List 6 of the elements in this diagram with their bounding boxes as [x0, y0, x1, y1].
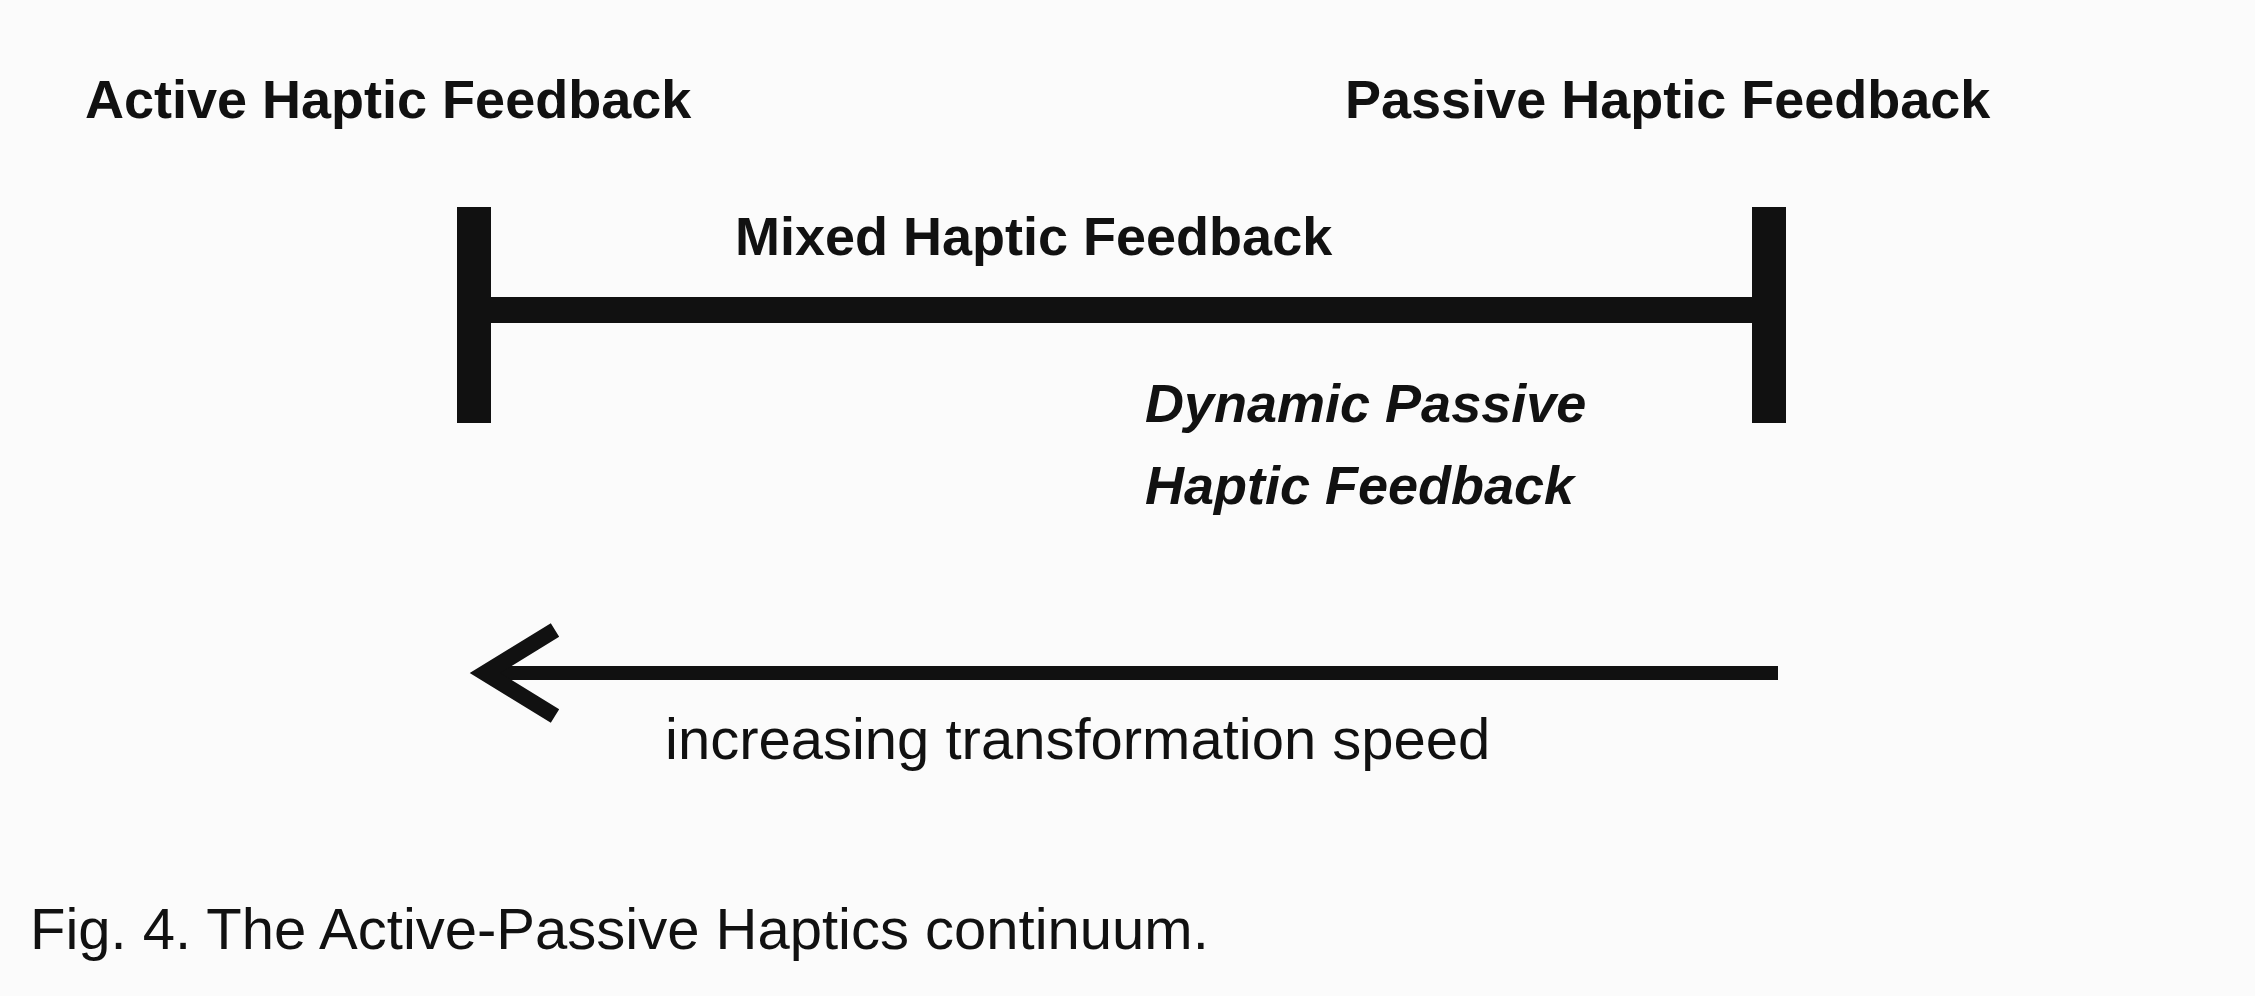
range-label: Mixed Haptic Feedback — [735, 205, 1333, 267]
range-label: Dynamic Passive Haptic Feedback — [1145, 372, 1588, 517]
arrow-label: increasing transformation speed — [665, 705, 1491, 772]
figure-caption: Fig. 4. The Active-Passive Haptics continuum. — [30, 895, 1209, 962]
end-label: Active Haptic Feedback — [85, 68, 692, 130]
end-label: Passive Haptic Feedback — [1345, 68, 1991, 130]
